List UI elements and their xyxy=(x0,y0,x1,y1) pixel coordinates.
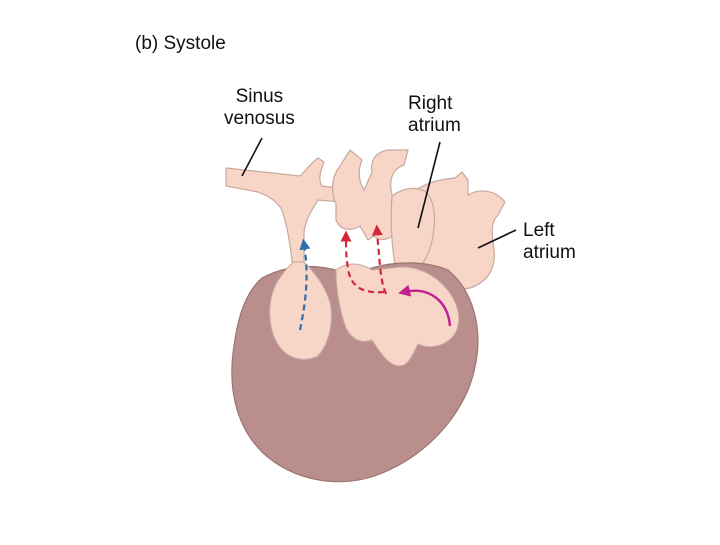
right-atrium-label-line1: Right xyxy=(408,93,453,114)
sinus-venosus-chamber xyxy=(269,261,332,360)
red-flow-arrow-right xyxy=(371,224,388,295)
left-atrium-label: Left atrium xyxy=(523,220,576,264)
left-atrium-label-line2: atrium xyxy=(523,242,576,263)
right-atrium-label-line2: atrium xyxy=(408,115,461,136)
blue-flow-arrow xyxy=(298,238,311,331)
left-atrium-label-line1: Left xyxy=(523,220,555,241)
sinus-venosus-label-line2: venosus xyxy=(224,108,295,129)
atrium-chamber xyxy=(335,263,460,367)
figure-title: (b) Systole xyxy=(135,33,226,54)
magenta-flow-arrow xyxy=(398,284,452,327)
sinus-venosus-leader xyxy=(241,137,263,177)
red-flow-arrow-left xyxy=(340,230,385,294)
sinus-venosus-label-line1: Sinus xyxy=(235,86,284,107)
left-atrium-leader xyxy=(477,229,517,249)
sinus-venosus-vessel xyxy=(225,157,343,263)
great-vessels xyxy=(331,149,409,241)
right-atrium-leader xyxy=(417,141,441,229)
right-atrium-label: Right atrium xyxy=(408,93,461,137)
sinus-venosus-label: Sinus venosus xyxy=(224,86,295,130)
